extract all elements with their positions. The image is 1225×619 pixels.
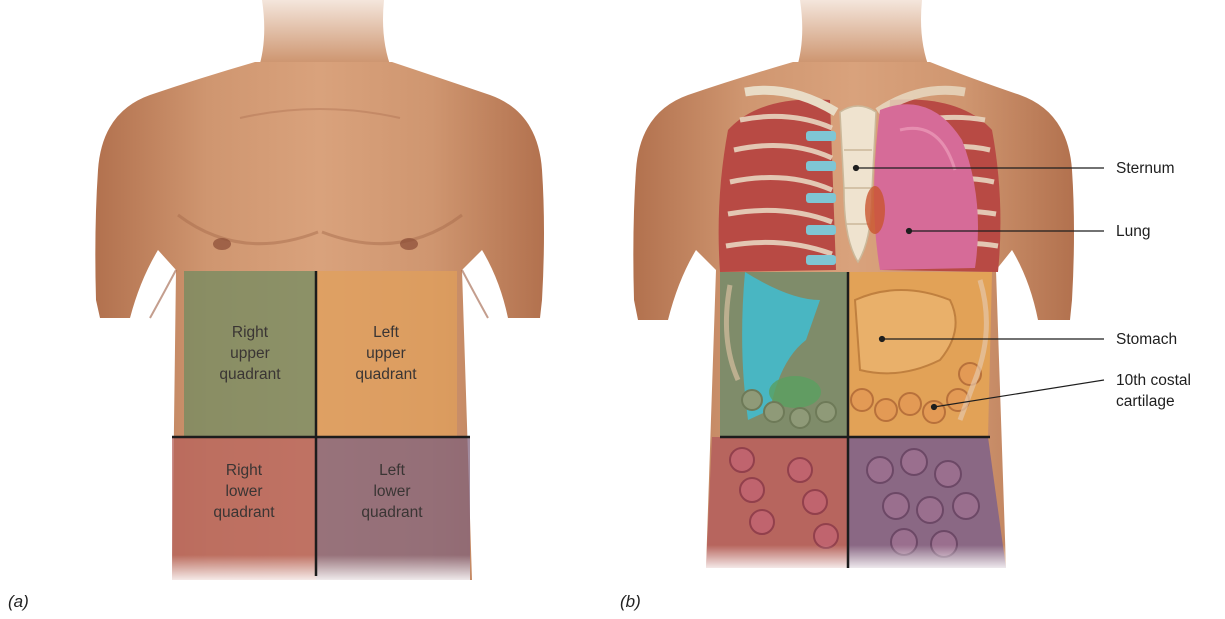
quadrant-label-left-upper: Left upper quadrant xyxy=(320,322,452,385)
callout-label-sternum: Sternum xyxy=(1116,158,1175,179)
quadrant-label-right-lower: Right lower quadrant xyxy=(178,460,310,523)
panel-label-a: (a) xyxy=(8,592,29,612)
callout-label-costal-cartilage: 10th costal cartilage xyxy=(1116,370,1191,412)
callout-label-lung: Lung xyxy=(1116,221,1150,242)
abdominal-organs xyxy=(706,272,1006,568)
panel-label-b: (b) xyxy=(620,592,641,612)
callout-label-stomach: Stomach xyxy=(1116,329,1177,350)
quadrant-label-left-lower: Left lower quadrant xyxy=(326,460,458,523)
quadrant-label-right-upper: Right upper quadrant xyxy=(184,322,316,385)
